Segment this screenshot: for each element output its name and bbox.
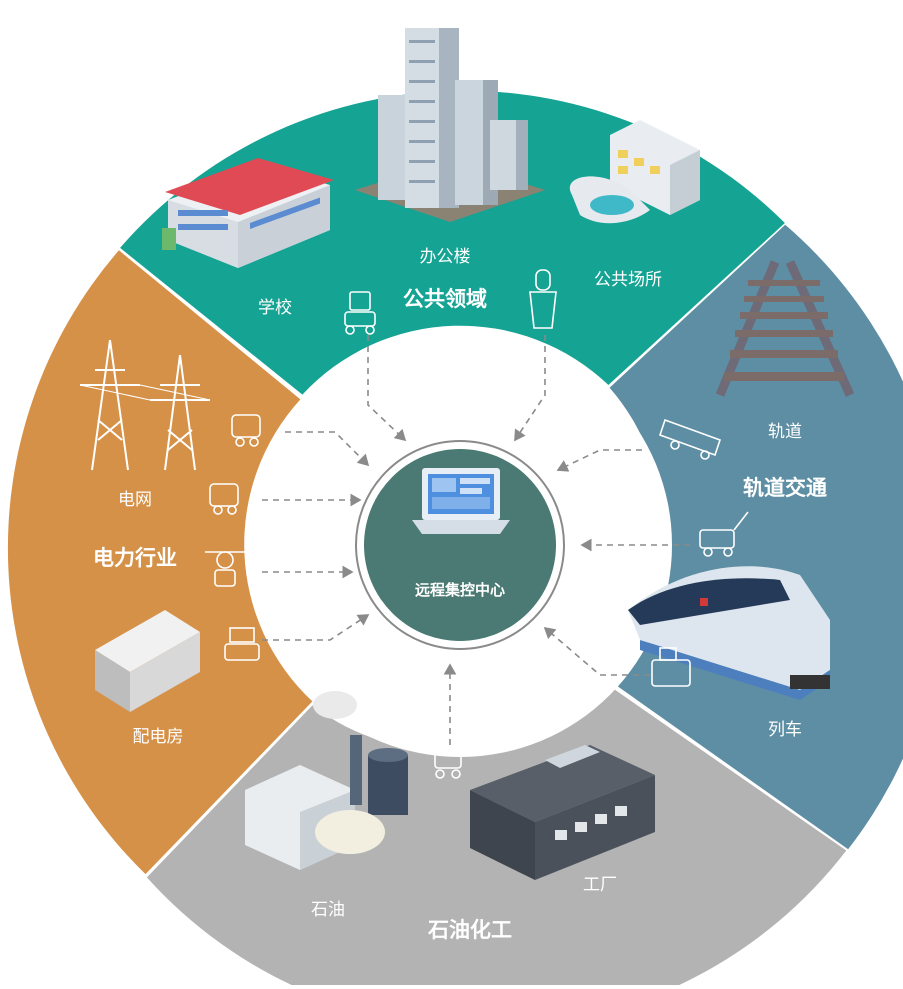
office-tower-icon: [355, 28, 545, 222]
label-public-place: 公共场所: [594, 270, 662, 290]
label-oil: 石油: [311, 900, 345, 920]
title-power: 电力行业: [93, 546, 177, 570]
inspection-robot-icon: [224, 627, 260, 661]
label-grid: 电网: [118, 490, 152, 510]
distribution-room-icon: [95, 610, 200, 712]
title-petro: 石油化工: [427, 918, 512, 942]
factory-icon: [470, 745, 655, 880]
inspection-robot-icon: [205, 551, 245, 587]
rail-track-icon: [715, 260, 855, 397]
center-circle: [364, 449, 556, 641]
label-office: 办公楼: [420, 247, 471, 267]
inspection-robot-icon: [651, 647, 691, 687]
school-building-icon: [162, 158, 334, 268]
connector-arrows: [262, 335, 690, 745]
label-factory: 工厂: [583, 875, 617, 895]
monitor-icon: [412, 468, 510, 534]
inspection-robot-icon: [658, 418, 722, 460]
inspection-robot-icon: [344, 291, 376, 335]
inspection-robot-icon: [434, 742, 462, 779]
label-track: 轨道: [768, 422, 802, 442]
label-school: 学校: [258, 298, 292, 318]
center-ring: [355, 440, 565, 650]
inspection-robot-icon: [231, 414, 261, 447]
public-venue-icon: [569, 120, 700, 224]
train-icon: [628, 566, 830, 700]
sector-power: [7, 250, 313, 875]
title-public: 公共领域: [403, 287, 487, 311]
center-label: 远程集控中心: [415, 581, 505, 599]
label-substation: 配电房: [133, 727, 184, 747]
inspection-robot-icon: [699, 511, 749, 557]
power-pylon-icon: [79, 339, 211, 471]
title-rail: 轨道交通: [743, 476, 827, 500]
label-train: 列车: [768, 720, 802, 740]
oil-refinery-icon: [245, 691, 408, 870]
inspection-robot-icon: [209, 483, 239, 515]
inspection-robot-icon: [529, 269, 557, 329]
